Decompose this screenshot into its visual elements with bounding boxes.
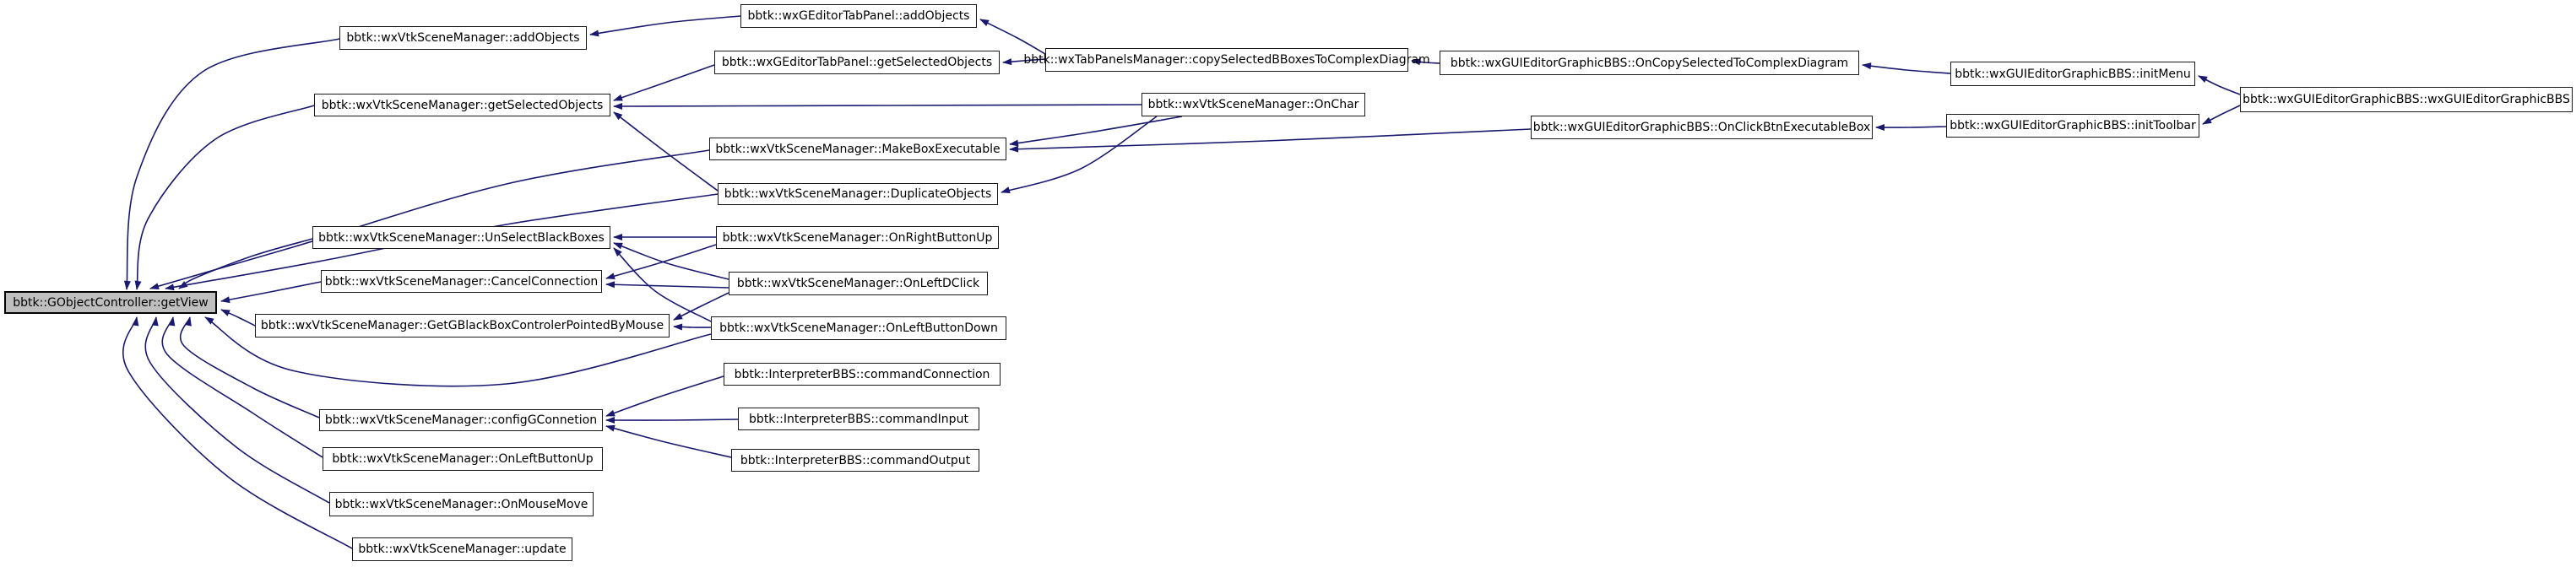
graph-node-label: bbtk::wxVtkSceneManager::getSelectedObje…: [321, 98, 604, 112]
edge-onRightUp-to-cancelConn: [605, 244, 717, 280]
edge-cmdOutput-to-configG: [605, 424, 732, 458]
graph-node-label: bbtk::InterpreterBBS::commandInput: [749, 412, 968, 426]
edge-copySel-to-addObjectsTab: [979, 19, 1046, 55]
graph-node-onRightUp[interactable]: bbtk::wxVtkSceneManager::OnRightButtonUp: [716, 226, 999, 249]
edge-duplicate-to-getSelSvm: [613, 111, 719, 192]
edge-onMouseMove-to-getView: [144, 316, 330, 504]
edge-getSelTab-to-getSelSvm: [613, 64, 715, 101]
graph-node-configG[interactable]: bbtk::wxVtkSceneManager::configGConnetio…: [319, 409, 603, 431]
graph-node-addObjectsTab[interactable]: bbtk::wxGEditorTabPanel::addObjects: [740, 4, 977, 28]
graph-node-label: bbtk::wxGUIEditorGraphicBBS::OnClickBtnE…: [1532, 121, 1871, 134]
graph-node-onLeftUp[interactable]: bbtk::wxVtkSceneManager::OnLeftButtonUp: [323, 447, 603, 471]
graph-node-label: bbtk::wxGUIEditorGraphicBBS::initMenu: [1955, 67, 2191, 81]
graph-node-label: bbtk::wxVtkSceneManager::DuplicateObject…: [724, 187, 992, 201]
graph-node-label: bbtk::InterpreterBBS::commandConnection: [734, 367, 990, 381]
edge-onChar-to-makeBox: [1009, 116, 1183, 147]
graph-node-onMouseMove[interactable]: bbtk::wxVtkSceneManager::OnMouseMove: [329, 492, 594, 516]
graph-node-onClickBtn[interactable]: bbtk::wxGUIEditorGraphicBBS::OnClickBtnE…: [1531, 116, 1873, 139]
edge-onCopySel-to-copySel: [1411, 58, 1440, 66]
graph-node-ctor[interactable]: bbtk::wxGUIEditorGraphicBBS::wxGUIEditor…: [2240, 87, 2573, 112]
graph-node-label: bbtk::wxVtkSceneManager::OnChar: [1147, 98, 1359, 111]
graph-node-label: bbtk::wxVtkSceneManager::MakeBoxExecutab…: [715, 142, 1001, 156]
edge-cmdInput-to-configG: [605, 417, 739, 424]
edge-getGBB-to-getView: [220, 309, 256, 327]
edge-onChar-to-getSelSvm: [613, 102, 1142, 110]
graph-node-label: bbtk::wxVtkSceneManager::addObjects: [346, 31, 580, 45]
graph-node-label: bbtk::wxVtkSceneManager::OnLeftDClick: [736, 277, 980, 290]
edge-addObjectsSvm-to-getView: [123, 38, 340, 290]
graph-node-label: bbtk::GObjectController::getView: [13, 295, 209, 310]
edge-cmdConn-to-configG: [605, 375, 724, 417]
graph-node-label: bbtk::wxVtkSceneManager::UnSelectBlackBo…: [318, 230, 605, 245]
graph-node-label: bbtk::wxVtkSceneManager::OnMouseMove: [334, 497, 588, 511]
graph-node-label: bbtk::wxGUIEditorGraphicBBS::wxGUIEditor…: [2242, 93, 2570, 106]
graph-node-onCopySel[interactable]: bbtk::wxGUIEditorGraphicBBS::OnCopySelec…: [1440, 51, 1859, 75]
edge-onLeftDClick-to-unselect: [613, 242, 729, 280]
edge-ctor-to-initMenu: [2198, 75, 2241, 95]
graph-node-cmdOutput[interactable]: bbtk::InterpreterBBS::commandOutput: [731, 449, 979, 472]
graph-node-label: bbtk::wxVtkSceneManager::GetGBlackBoxCon…: [260, 319, 664, 332]
edge-onChar-to-duplicate: [1001, 116, 1158, 193]
graph-node-label: bbtk::wxVtkSceneManager::configGConnetio…: [324, 413, 598, 427]
graph-node-label: bbtk::InterpreterBBS::commandOutput: [740, 453, 971, 467]
edge-makeBox-to-getView: [149, 149, 710, 290]
graph-node-onLeftDClick[interactable]: bbtk::wxVtkSceneManager::OnLeftDClick: [729, 272, 988, 295]
graph-node-copySel[interactable]: bbtk::wxTabPanelsManager::copySelectedBB…: [1023, 48, 1430, 72]
graph-node-getSelSvm[interactable]: bbtk::wxVtkSceneManager::getSelectedObje…: [314, 94, 610, 116]
graph-node-label: bbtk::wxVtkSceneManager::OnRightButtonUp: [722, 230, 993, 245]
edge-onLeftDown-to-unselect: [613, 247, 712, 322]
edge-getSelSvm-to-getView: [134, 105, 315, 290]
edge-onClickBtn-to-makeBox: [1009, 128, 1532, 153]
graph-node-duplicate[interactable]: bbtk::wxVtkSceneManager::DuplicateObject…: [718, 183, 998, 205]
edge-copySel-to-getSelTab: [1002, 58, 1046, 66]
graph-node-label: bbtk::wxGEditorTabPanel::addObjects: [747, 9, 970, 23]
graph-node-label: bbtk::wxVtkSceneManager::OnLeftButtonDow…: [719, 321, 998, 335]
graph-node-label: bbtk::wxVtkSceneManager::OnLeftButtonUp: [332, 452, 594, 466]
edge-unselect-to-getView: [178, 238, 313, 289]
graph-node-initToolbar[interactable]: bbtk::wxGUIEditorGraphicBBS::initToolbar: [1946, 114, 2199, 138]
graph-node-label: bbtk::wxGEditorTabPanel::getSelectedObje…: [721, 56, 993, 69]
graph-node-makeBox[interactable]: bbtk::wxVtkSceneManager::MakeBoxExecutab…: [709, 138, 1006, 160]
graph-node-getGBB[interactable]: bbtk::wxVtkSceneManager::GetGBlackBoxCon…: [255, 314, 670, 338]
graph-node-unselect[interactable]: bbtk::wxVtkSceneManager::UnSelectBlackBo…: [312, 226, 610, 249]
edge-update-to-getView: [122, 316, 353, 549]
graph-node-onChar[interactable]: bbtk::wxVtkSceneManager::OnChar: [1142, 93, 1365, 116]
graph-node-label: bbtk::wxVtkSceneManager::update: [358, 543, 567, 556]
graph-node-onLeftDown[interactable]: bbtk::wxVtkSceneManager::OnLeftButtonDow…: [711, 316, 1006, 340]
graph-node-getView: bbtk::GObjectController::getView: [4, 291, 217, 314]
edge-cancelConn-to-getView: [220, 281, 322, 304]
edge-onLeftDClick-to-cancelConn: [605, 281, 729, 289]
graph-node-label: bbtk::wxTabPanelsManager::copySelectedBB…: [1023, 53, 1430, 67]
edge-onLeftUp-to-getView: [161, 316, 323, 458]
graph-node-update[interactable]: bbtk::wxVtkSceneManager::update: [352, 537, 572, 561]
graph-node-addObjectsSvm[interactable]: bbtk::wxVtkSceneManager::addObjects: [339, 26, 587, 50]
graph-node-cmdConn[interactable]: bbtk::InterpreterBBS::commandConnection: [724, 363, 1001, 386]
graph-node-initMenu[interactable]: bbtk::wxGUIEditorGraphicBBS::initMenu: [1950, 62, 2195, 86]
graph-node-label: bbtk::wxVtkSceneManager::CancelConnectio…: [324, 274, 599, 289]
graph-node-cmdInput[interactable]: bbtk::InterpreterBBS::commandInput: [738, 408, 979, 430]
graph-node-cancelConn[interactable]: bbtk::wxVtkSceneManager::CancelConnectio…: [321, 270, 602, 293]
graph-node-getSelTab[interactable]: bbtk::wxGEditorTabPanel::getSelectedObje…: [714, 51, 1000, 74]
graph-node-label: bbtk::wxGUIEditorGraphicBBS::OnCopySelec…: [1450, 56, 1849, 70]
edge-addObjectsTab-to-addObjectsSvm: [589, 15, 741, 37]
graph-node-label: bbtk::wxGUIEditorGraphicBBS::initToolbar: [1950, 119, 2196, 132]
edge-initMenu-to-onCopySel: [1862, 62, 1951, 74]
edge-ctor-to-initToolbar: [2202, 105, 2241, 125]
